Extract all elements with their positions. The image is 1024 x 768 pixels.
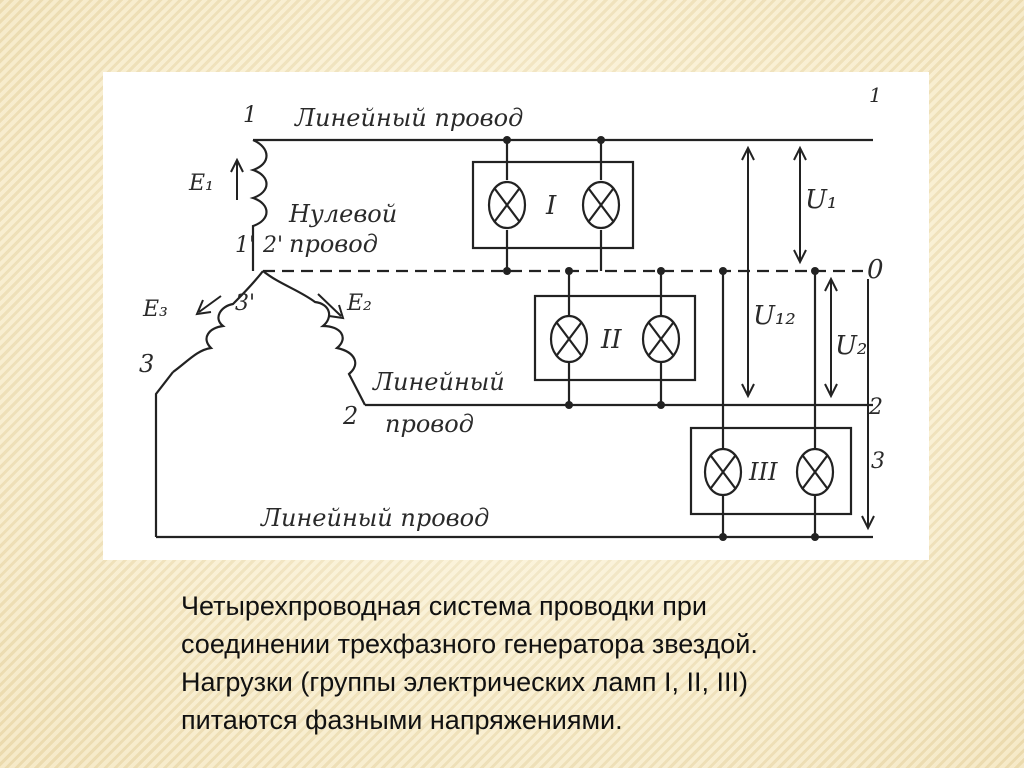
emf3-arrow bbox=[195, 295, 222, 316]
coil-2 bbox=[262, 270, 366, 406]
label-node-3: 3 bbox=[139, 350, 154, 378]
label-line-wire-bottom: Линейный провод bbox=[260, 504, 489, 532]
lamp-1b bbox=[581, 180, 621, 230]
label-node-3p: 3' bbox=[235, 291, 255, 316]
label-voltage-u12: U₁₂ bbox=[753, 301, 796, 331]
label-voltage-u1: U₁ bbox=[805, 185, 837, 215]
phase3-lead bbox=[154, 371, 174, 537]
coil-1 bbox=[249, 138, 268, 271]
lamp-2b bbox=[641, 314, 681, 364]
coil-3 bbox=[172, 270, 264, 373]
lamp-3b bbox=[795, 447, 835, 497]
label-right-2: 2 bbox=[868, 395, 883, 420]
caption-line-1: Четырехпроводная система проводки при bbox=[181, 591, 707, 621]
caption-line-4: питаются фазными напряжениями. bbox=[181, 705, 623, 735]
lamp-3a bbox=[703, 447, 743, 497]
label-node-2: 2 bbox=[342, 402, 358, 430]
label-line-wire-mid-2: провод bbox=[385, 410, 474, 438]
label-group-3: III bbox=[748, 458, 778, 486]
label-node-1: 1 bbox=[243, 103, 257, 128]
label-node-0: 0 bbox=[867, 255, 884, 285]
label-emf-2: E₂ bbox=[346, 291, 372, 316]
lamp-group-3-box bbox=[689, 426, 853, 516]
label-neutral-2: провод bbox=[289, 230, 378, 258]
emf1-arrow bbox=[230, 157, 244, 200]
emf2-arrow bbox=[317, 293, 345, 320]
label-emf-3: E₃ bbox=[142, 297, 168, 322]
lamp-2a bbox=[549, 314, 589, 364]
label-node-2p: 2' bbox=[262, 233, 283, 258]
circuit-diagram: Линейный провод Нулевой провод Линейный … bbox=[103, 72, 929, 560]
label-right-1: 1 bbox=[869, 83, 882, 107]
label-voltage-u2: U₂ bbox=[835, 331, 867, 361]
caption-line-2: соединении трехфазного генератора звездо… bbox=[181, 629, 758, 659]
lamp-group-2-box bbox=[533, 294, 697, 382]
slide-caption: Четырехпроводная система проводки при со… bbox=[181, 587, 941, 739]
label-line-wire-top: Линейный провод bbox=[294, 104, 523, 132]
circuit-svg: Линейный провод Нулевой провод Линейный … bbox=[139, 83, 885, 541]
label-emf-1: E₁ bbox=[188, 171, 214, 196]
label-right-3: 3 bbox=[871, 449, 885, 474]
label-node-1p: 1' bbox=[235, 233, 255, 258]
lamp-1a bbox=[487, 180, 527, 230]
label-group-2: II bbox=[600, 325, 622, 355]
lamp-group-1-box bbox=[471, 160, 635, 250]
label-group-1: I bbox=[545, 191, 557, 221]
caption-line-3: Нагрузки (группы электрических ламп I, I… bbox=[181, 667, 749, 697]
label-neutral-1: Нулевой bbox=[288, 200, 397, 228]
label-line-wire-mid-1: Линейный bbox=[372, 368, 505, 396]
